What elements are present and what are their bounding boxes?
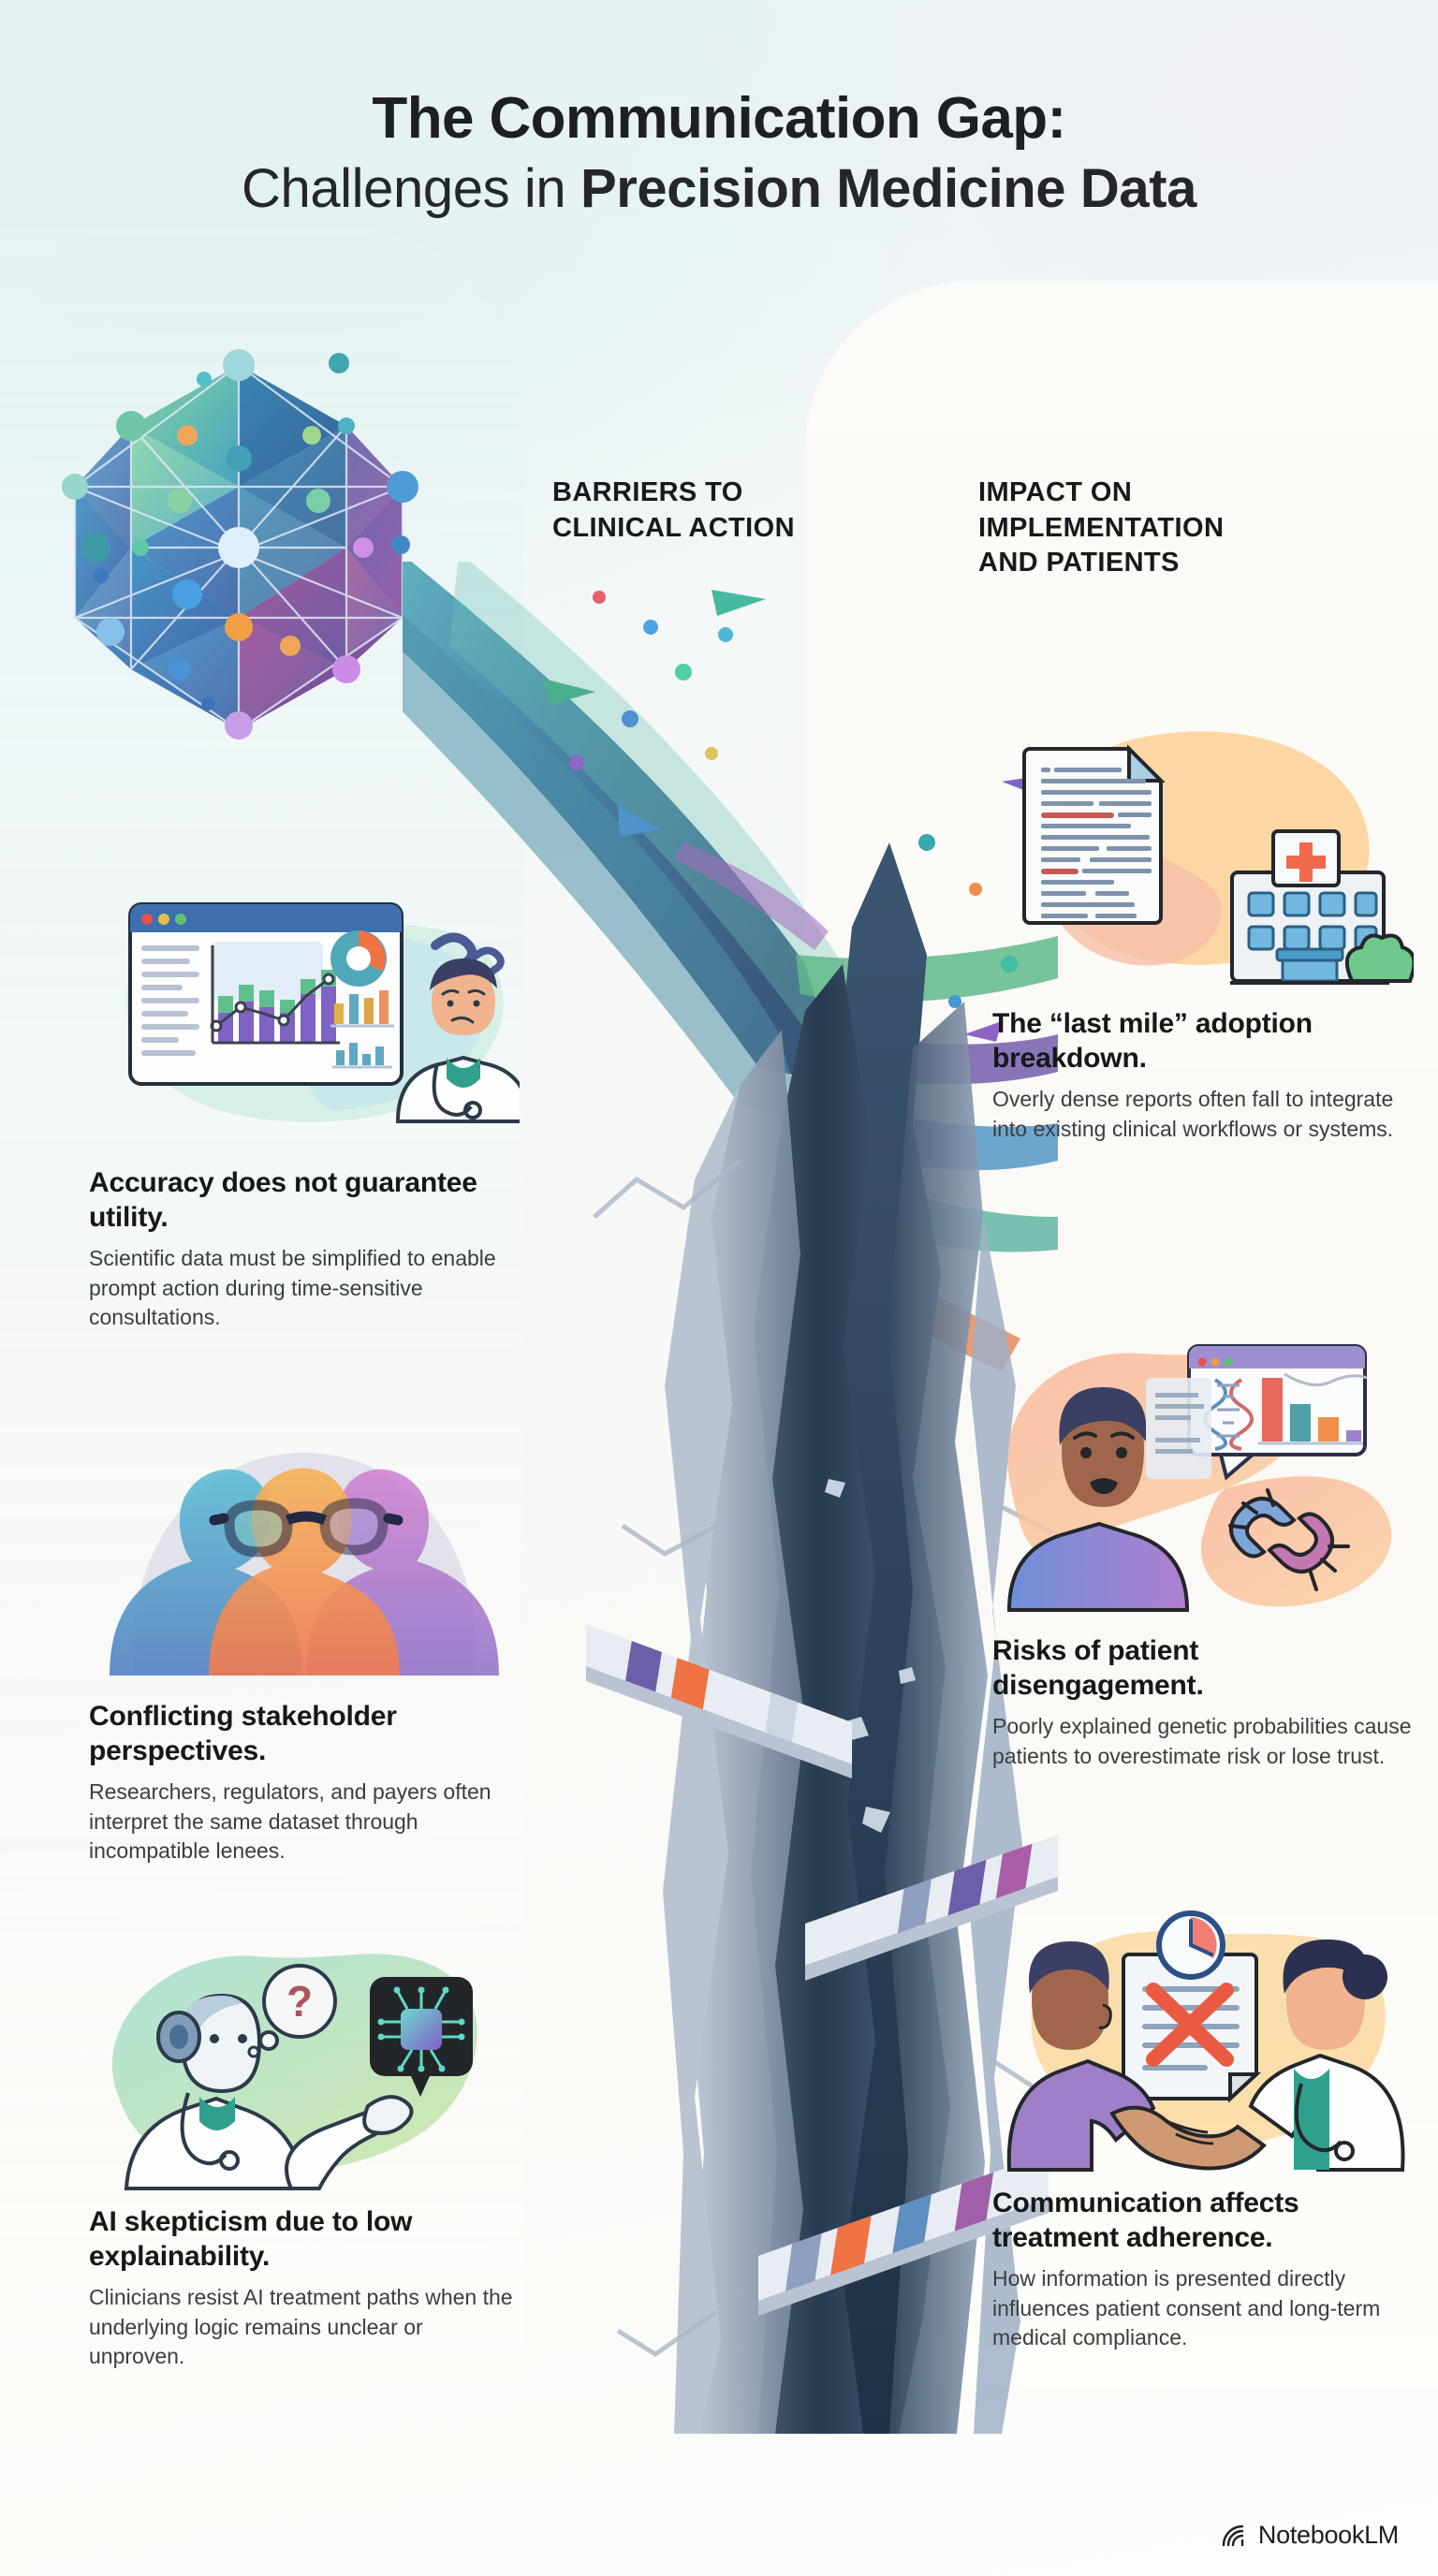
card-body: How information is presented directly in…	[992, 2266, 1381, 2350]
card-ai-skepticism: ?	[89, 1919, 520, 2372]
title-line-2: Challenges in Precision Medicine Data	[0, 156, 1438, 223]
card-body: Scientific data must be simplified to en…	[89, 1246, 496, 1330]
card-accuracy-utility: Accuracy does not guarantee utility. Sci…	[89, 871, 520, 1333]
card-stakeholder-perspectives: Conflicting stakeholder perspectives. Re…	[89, 1404, 520, 1866]
clock-deadline-icon	[1156, 1910, 1225, 1980]
data-stream-fracturing-into-chasm	[403, 562, 1058, 2434]
patient-figure	[1006, 1941, 1156, 2172]
svg-text:?: ?	[286, 1977, 313, 2026]
broken-chain-link-icon	[1228, 1488, 1350, 1591]
chasm-walls	[593, 842, 1058, 2434]
footer-watermark: NotebookLM	[1221, 2521, 1399, 2550]
title-line-2-prefix: Challenges in	[241, 158, 580, 220]
dense-report-document	[1022, 744, 1166, 925]
doctor-figure	[1248, 1939, 1405, 2172]
card-last-mile-adoption: The “last mile” adoption breakdown. Over…	[992, 711, 1414, 1144]
card-heading: Accuracy does not guarantee utility.	[89, 1167, 477, 1233]
column-header-impact: IMPACT ON IMPLEMENTATION AND PATIENTS	[978, 477, 1225, 578]
polyhedral-data-network-crystal	[62, 349, 418, 739]
robot-doctor-ai-chip-illustration: ?	[111, 1954, 477, 2190]
handshake	[1109, 2105, 1268, 2171]
notebooklm-spiral-logo	[1222, 2525, 1244, 2546]
handshake-rejected-consent-illustration	[1006, 1910, 1405, 2172]
dashboard-confused-doctor-illustration	[125, 902, 520, 1123]
worried-patient-broken-link-illustration	[1006, 1344, 1392, 1612]
robot-doctor	[124, 1993, 414, 2190]
card-body: Overly dense reports often fall to integ…	[992, 1087, 1394, 1141]
dense-report-hospital-illustration	[1022, 731, 1414, 985]
poster-title: The Communication Gap: Challenges in Pre…	[0, 86, 1438, 223]
card-heading: Communication affects treatment adherenc…	[992, 2188, 1299, 2253]
ai-chip-panel	[370, 1977, 473, 2097]
card-heading: The “last mile” adoption breakdown.	[992, 1008, 1313, 1074]
card-body: Clinicians resist AI treatment paths whe…	[89, 2285, 513, 2369]
card-body: Researchers, regulators, and payers ofte…	[89, 1779, 492, 1864]
card-body: Poorly explained genetic probabilities c…	[992, 1714, 1412, 1768]
card-heading: Risks of patient disengagement.	[992, 1635, 1204, 1701]
question-thought-bubble: ?	[247, 1964, 337, 2058]
card-patient-disengagement: Risks of patient disengagement. Poorly e…	[992, 1339, 1414, 1771]
card-heading: AI skepticism due to low explainability.	[89, 2206, 413, 2272]
card-treatment-adherence: Communication affects treatment adherenc…	[992, 1900, 1414, 2353]
stakeholder-silhouettes-glasses-illustration	[110, 1453, 499, 1676]
title-line-1: The Communication Gap:	[372, 86, 1066, 151]
glasses-icon	[209, 1498, 404, 1558]
background-document-card	[1146, 1378, 1211, 1479]
worried-patient	[1006, 1387, 1190, 1612]
card-heading: Conflicting stakeholder perspectives.	[89, 1701, 397, 1766]
title-line-2-emphasis: Precision Medicine Data	[580, 158, 1196, 220]
footer-brand-label: NotebookLM	[1257, 2521, 1399, 2549]
column-header-barriers: BARRIERS TO CLINICAL ACTION	[552, 477, 795, 543]
hospital-building	[1230, 829, 1414, 985]
